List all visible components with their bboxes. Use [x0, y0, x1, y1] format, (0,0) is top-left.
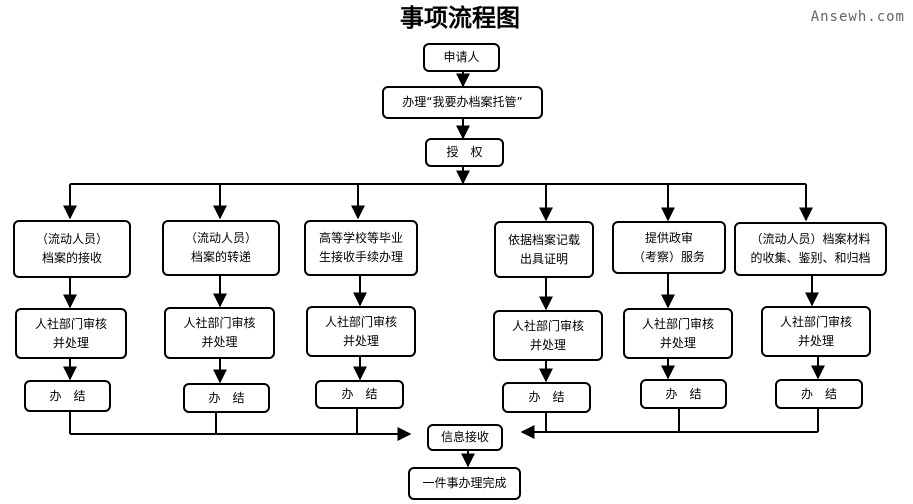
- node-done-3: 办 结: [315, 380, 404, 409]
- node-archive-receive: （流动人员） 档案的接收: [13, 220, 131, 278]
- node-apply: 办理“我要办档案托管”: [382, 86, 543, 119]
- node-done-1: 办 结: [24, 380, 111, 412]
- node-political-review: 提供政审 （考察）服务: [612, 221, 726, 274]
- node-certificate: 依据档案记载 出具证明: [494, 221, 594, 278]
- node-review-2: 人社部门审核 并处理: [164, 307, 275, 359]
- node-review-4: 人社部门审核 并处理: [493, 310, 603, 361]
- watermark: Ansewh.com: [810, 9, 905, 25]
- node-complete: 一件事办理完成: [408, 467, 521, 500]
- node-done-2: 办 结: [183, 383, 270, 413]
- node-archive-transfer: （流动人员） 档案的转递: [162, 220, 280, 276]
- node-review-5: 人社部门审核 并处理: [623, 308, 733, 359]
- node-authorize: 授 权: [425, 138, 504, 167]
- page-title: 事项流程图: [400, 3, 520, 32]
- node-info-receive: 信息接收: [427, 424, 503, 451]
- node-applicant: 申请人: [423, 43, 500, 72]
- node-review-3: 人社部门审核 并处理: [306, 306, 416, 357]
- node-done-4: 办 结: [502, 382, 591, 413]
- node-done-6: 办 结: [775, 379, 863, 409]
- node-review-1: 人社部门审核 并处理: [15, 308, 127, 359]
- node-graduate-receive: 高等学校等毕业 生接收手续办理: [304, 220, 418, 276]
- node-review-6: 人社部门审核 并处理: [761, 306, 871, 357]
- node-done-5: 办 结: [640, 379, 727, 409]
- node-material-collection: （流动人员）档案材料 的收集、鉴别、和归档: [734, 222, 887, 276]
